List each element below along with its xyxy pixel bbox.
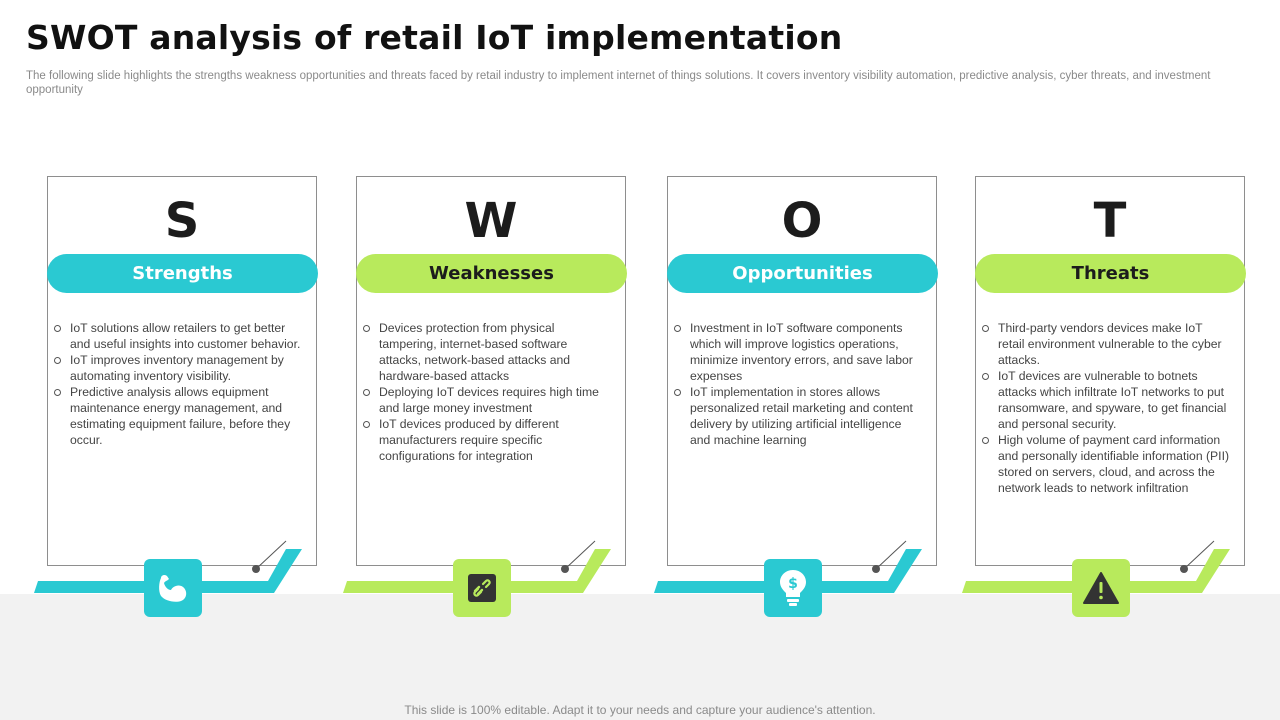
card-threats: T Threats Third-party vendors devices ma…	[975, 176, 1246, 566]
floor-band	[0, 594, 1280, 720]
card-heading-pill: Threats	[975, 254, 1246, 293]
card-points: Devices protection from physical tamperi…	[363, 320, 611, 464]
card-points: IoT solutions allow retailers to get bet…	[54, 320, 302, 448]
card-heading-pill: Weaknesses	[356, 254, 627, 293]
card-weaknesses: W Weaknesses Devices protection from phy…	[356, 176, 627, 566]
card-strengths: S Strengths IoT solutions allow retailer…	[47, 176, 318, 566]
card-fold-threats	[962, 540, 1230, 593]
slide-title: SWOT analysis of retail IoT implementati…	[26, 18, 843, 57]
card-opportunities: O Opportunities Investment in IoT softwa…	[667, 176, 938, 566]
card-letter: S	[164, 193, 200, 249]
broken-link-icon	[468, 574, 496, 602]
list-item: IoT solutions allow retailers to get bet…	[54, 321, 301, 351]
list-item: Third-party vendors devices make IoT ret…	[982, 320, 1230, 368]
card-points: Third-party vendors devices make IoT ret…	[982, 320, 1230, 496]
threats-icon-box	[1072, 559, 1130, 617]
list-item: IoT devices are vulnerable to botnets at…	[982, 368, 1230, 432]
slide-subtitle: The following slide highlights the stren…	[26, 70, 1211, 96]
card-points: Investment in IoT software components wh…	[674, 320, 922, 448]
card-fold-weaknesses	[343, 540, 611, 593]
list-item: IoT implementation in stores allows pers…	[674, 384, 922, 448]
list-item: Devices protection from physical tamperi…	[363, 320, 611, 384]
list-item: High volume of payment card information …	[982, 433, 1230, 495]
card-fold-opportunities	[654, 540, 922, 593]
strengths-icon-box	[144, 559, 202, 617]
card-letter: T	[1093, 193, 1127, 249]
opportunities-icon-box: $	[764, 559, 822, 617]
card-letter: O	[781, 193, 823, 249]
list-item: IoT improves inventory management by aut…	[54, 352, 302, 384]
warning-icon	[1083, 572, 1119, 604]
list-item: Investment in IoT software components wh…	[674, 320, 922, 384]
card-fold-strengths	[34, 540, 302, 593]
slide-footer: This slide is 100% editable. Adapt it to…	[404, 703, 876, 717]
card-heading-pill: Strengths	[47, 254, 318, 293]
list-item: IoT devices produced by different manufa…	[363, 416, 611, 464]
list-item: Deploying IoT devices requires high time…	[363, 384, 611, 416]
lightbulb-dollar-icon: $	[780, 570, 806, 606]
list-item: Predictive analysis allows equipment mai…	[54, 384, 302, 448]
weaknesses-icon-box	[453, 559, 511, 617]
card-heading-pill: Opportunities	[667, 254, 938, 293]
muscle-arm-icon	[159, 574, 187, 602]
card-letter: W	[464, 193, 518, 249]
svg-text:$: $	[788, 576, 798, 592]
